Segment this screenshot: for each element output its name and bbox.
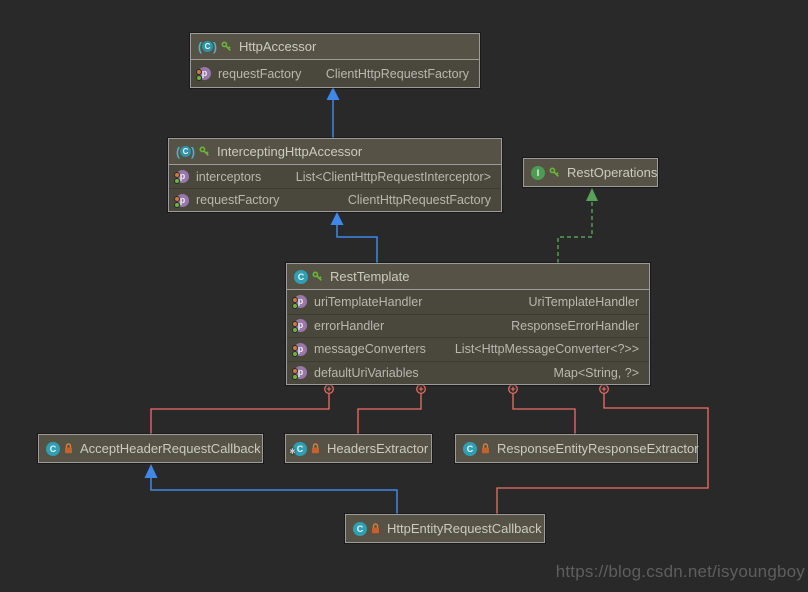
field-icon: p [292,295,307,310]
class-header[interactable]: C HttpEntityRequestCallback [346,515,544,542]
edge-extends-interceptinghttpaccessor-httpaccessor[interactable] [326,87,340,138]
edge-inner-resttemplate-responseentityresponseextractor[interactable] [512,383,576,434]
public-key-icon [312,271,323,282]
class-name: HttpEntityRequestCallback [387,521,542,536]
abstract-class-icon: (C) [176,144,195,159]
field-row[interactable]: p requestFactory ClientHttpRequestFactor… [169,188,501,211]
field-row[interactable]: p messageConverters List<HttpMessageConv… [287,337,649,361]
class-icon: C [46,441,60,456]
abstract-class-icon: (C) [198,39,217,54]
inner-class-plus-anchor[interactable] [416,384,426,394]
field-name: interceptors [196,169,262,184]
class-node-acceptheaderrequestcallback[interactable]: C AcceptHeaderRequestCallback [38,434,263,463]
class-node-httpaccessor[interactable]: (C) HttpAccessor p requestFactory Client… [190,33,480,88]
class-node-resttemplate[interactable]: C RestTemplate p uriTemplateHandler UriT… [286,263,650,385]
class-name: ResponseEntityResponseExtractor [497,441,699,456]
class-name: AcceptHeaderRequestCallback [80,441,261,456]
field-name: messageConverters [314,342,426,357]
field-icon: p [292,319,307,334]
static-marker-icon: ✱ [289,446,296,456]
class-icon: C [294,269,308,284]
edge-inner-resttemplate-headersextractor[interactable] [357,383,422,434]
class-header[interactable]: I RestOperations [524,159,657,186]
field-name: uriTemplateHandler [314,294,423,309]
field-icon: p [292,366,307,381]
private-lock-icon [481,443,490,454]
interface-node-restoperations[interactable]: I RestOperations [523,158,658,187]
class-header[interactable]: C RestTemplate [287,264,649,290]
field-icon: p [174,193,189,208]
static-class-icon: C✱ [289,441,307,456]
class-node-headersextractor[interactable]: C✱ HeadersExtractor [285,434,432,463]
public-key-icon [549,167,560,178]
field-name: requestFactory [196,193,280,207]
class-node-httpentityrequestcallback[interactable]: C HttpEntityRequestCallback [345,514,545,543]
field-row[interactable]: p requestFactory ClientHttpRequestFactor… [191,60,479,87]
class-name: HttpAccessor [239,39,317,54]
public-key-icon [199,146,210,157]
field-icon: p [196,67,211,81]
private-lock-icon [311,443,320,454]
class-header[interactable]: (C) HttpAccessor [191,34,479,60]
field-row[interactable]: p defaultUriVariables Map<String, ?> [287,360,649,385]
class-name: RestTemplate [330,269,410,284]
field-type: List<ClientHttpRequestInterceptor> [295,169,491,184]
class-header[interactable]: C ResponseEntityResponseExtractor [456,435,699,462]
field-type: ClientHttpRequestFactory [347,193,491,207]
class-header[interactable]: C✱ HeadersExtractor [286,435,431,462]
class-header[interactable]: (C) InterceptingHttpAccessor [169,139,501,165]
class-header[interactable]: C AcceptHeaderRequestCallback [39,435,262,462]
field-type: List<HttpMessageConverter<?>> [454,342,639,357]
class-name: InterceptingHttpAccessor [217,144,363,159]
public-key-icon [221,41,232,52]
field-name: requestFactory [218,66,302,81]
interface-name: RestOperations [567,165,658,180]
class-name: HeadersExtractor [327,441,429,456]
edge-implements-resttemplate-restoperations[interactable] [557,188,598,263]
field-type: UriTemplateHandler [528,294,639,309]
field-type: ResponseErrorHandler [511,318,639,333]
interface-icon: I [531,165,545,180]
field-icon: p [174,170,189,184]
inner-class-plus-anchor[interactable] [324,384,334,394]
field-row[interactable]: p errorHandler ResponseErrorHandler [287,313,649,338]
watermark-url: https://blog.csdn.net/isyoungboy [555,562,805,581]
inner-class-plus-anchor[interactable] [599,384,609,394]
private-lock-icon [64,443,73,454]
field-icon: p [292,342,307,357]
private-lock-icon [371,523,380,534]
class-node-responseentityresponseextractor[interactable]: C ResponseEntityResponseExtractor [455,434,699,463]
field-name: errorHandler [314,318,385,333]
field-type: ClientHttpRequestFactory [325,66,469,81]
edge-extends-httpentityrequestcallback-acceptheaderrequestcallback[interactable] [144,464,398,514]
field-row[interactable]: p interceptors List<ClientHttpRequestInt… [169,165,501,188]
inner-class-plus-anchor[interactable] [508,384,518,394]
class-icon: C [463,441,477,456]
field-row[interactable]: p uriTemplateHandler UriTemplateHandler [287,290,649,314]
edge-extends-resttemplate-interceptinghttpaccessor[interactable] [330,212,378,263]
class-icon: C [353,521,367,536]
edge-inner-resttemplate-acceptheaderrequestcallback[interactable] [150,383,330,434]
class-node-interceptinghttpaccessor[interactable]: (C) InterceptingHttpAccessor p intercept… [168,138,502,212]
field-type: Map<String, ?> [553,365,639,380]
field-name: defaultUriVariables [314,365,419,380]
